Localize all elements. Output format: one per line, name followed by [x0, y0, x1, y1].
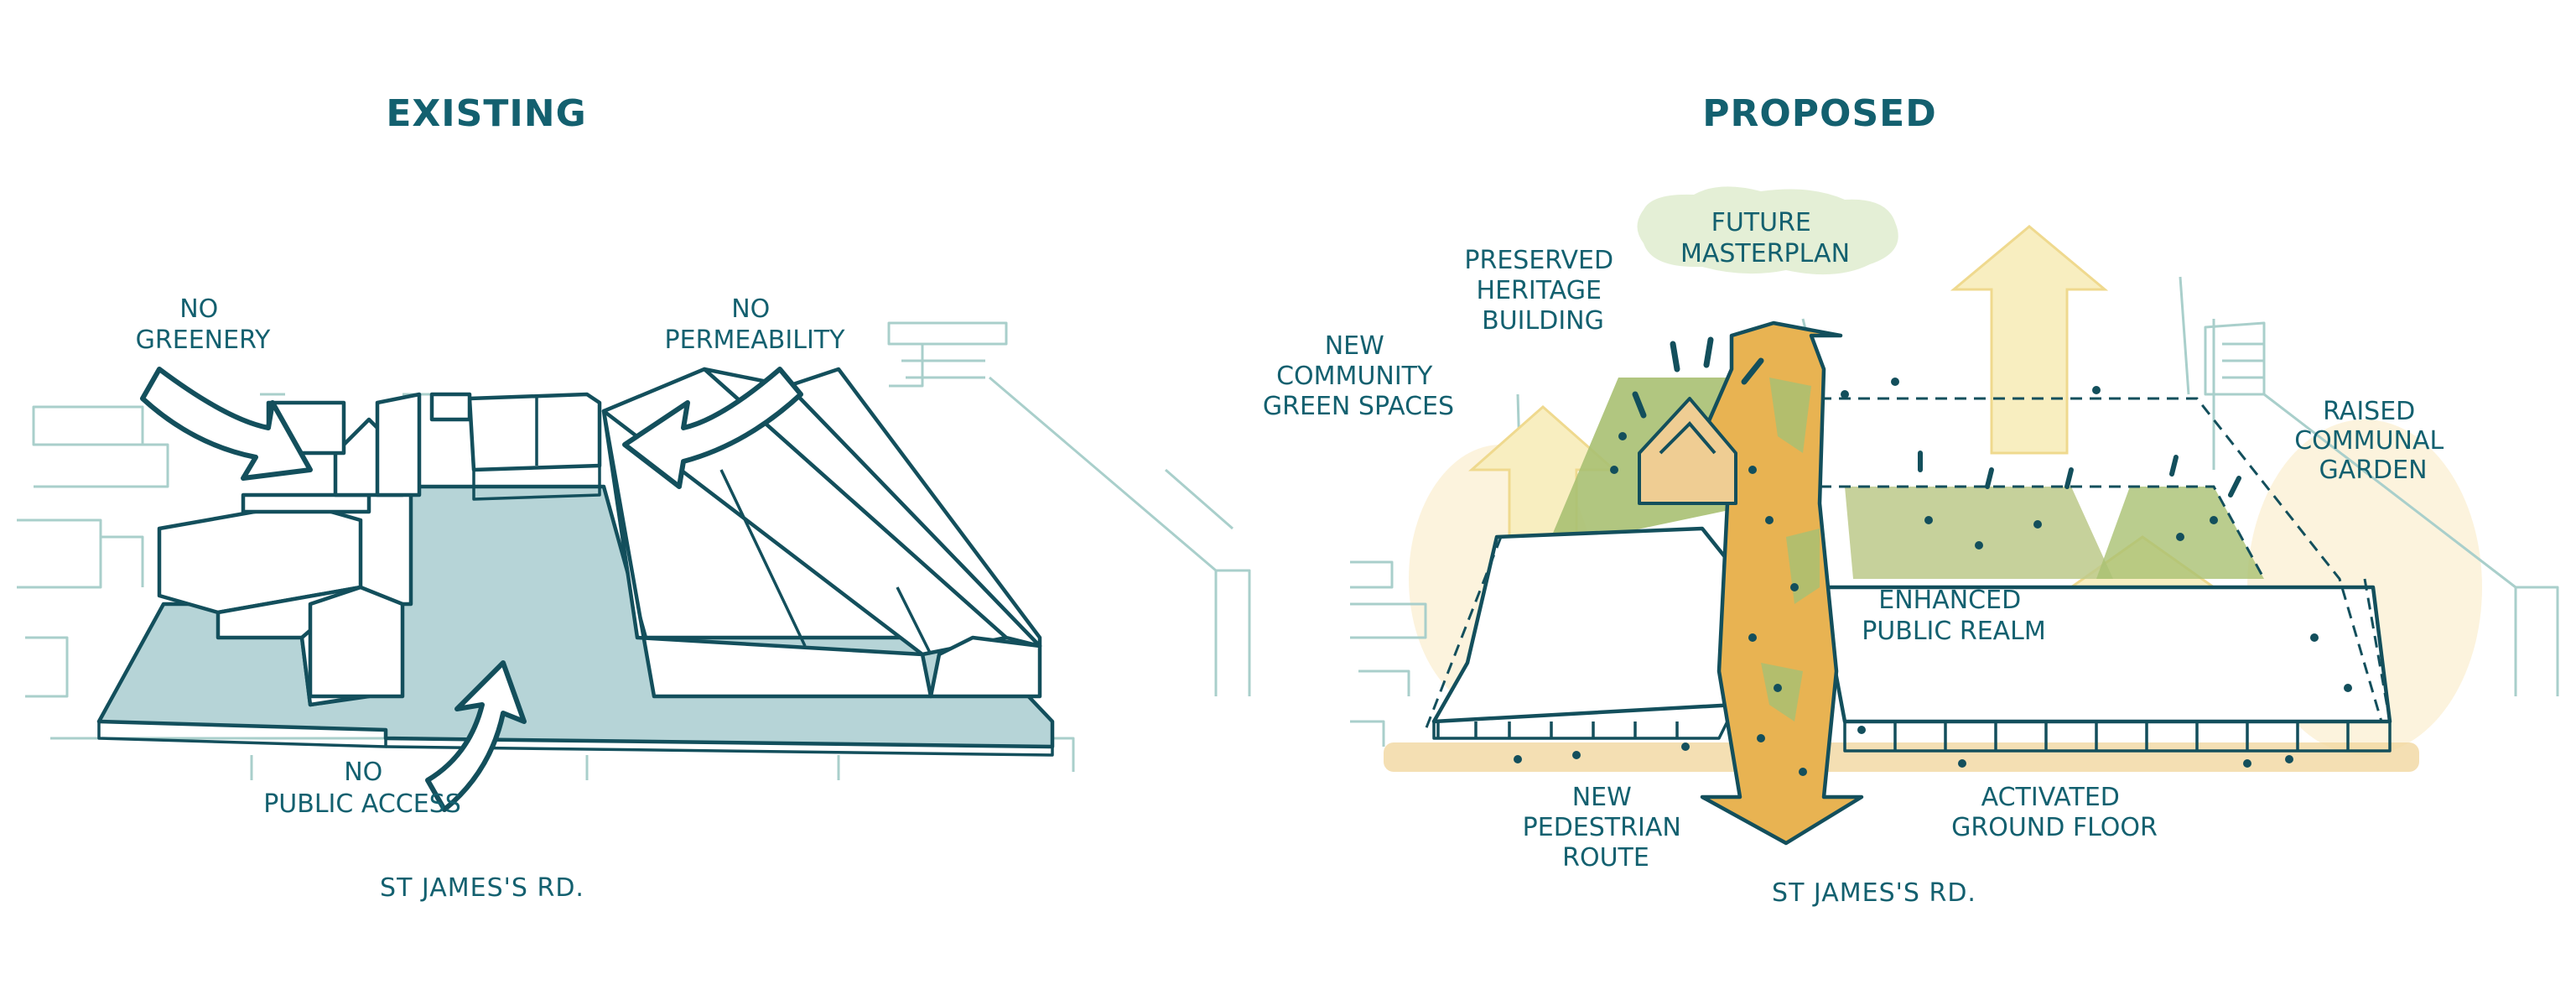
route-green-patches	[1761, 378, 1820, 722]
label-no-permeability: NO PERMEABILITY	[665, 294, 846, 355]
no-public-access-arrow-icon	[425, 660, 527, 812]
heritage-house-icon	[1638, 397, 1737, 505]
label-future-masterplan: FUTURE MASTERPLAN	[1680, 208, 1850, 268]
raised-garden-plane	[1845, 487, 2113, 579]
existing-street-label: ST JAMES'S RD.	[380, 873, 584, 903]
label-new-community-green-spaces: NEW COMMUNITY GREEN SPACES	[1263, 331, 1454, 421]
proposed-blocks	[1424, 397, 2392, 753]
proposed-diagram: PROPOSED FUTURE MASTERPLAN PRESERVED HER…	[1263, 92, 2559, 908]
proposed-street-label: ST JAMES'S RD.	[1772, 878, 1976, 908]
label-new-pedestrian-route: NEW PEDESTRIAN ROUTE	[1523, 783, 1690, 873]
future-masterplan-cloud	[1637, 186, 1898, 275]
proposed-title: PROPOSED	[1702, 92, 1936, 135]
label-raised-communal-garden: RAISED COMMUNAL GARDEN	[2294, 397, 2452, 485]
existing-title: EXISTING	[386, 92, 586, 135]
label-no-public-access: NO PUBLIC ACCESS	[263, 758, 461, 819]
proposed-texture-dots	[1514, 378, 2352, 776]
label-preserved-heritage-building: PRESERVED HERITAGE BUILDING	[1464, 246, 1621, 336]
heritage-highlight-icon	[1632, 336, 1764, 419]
existing-diagram: EXISTING NO GREENERY NO PERMEABILITY NO …	[17, 92, 1251, 903]
existing-buildings-left	[157, 392, 422, 707]
label-activated-ground-floor: ACTIVATED GROUND FLOOR	[1951, 783, 2158, 842]
existing-buildings-center	[429, 392, 602, 501]
up-arrow-icon-top	[1950, 225, 2109, 455]
no-permeability-arrow-icon	[622, 367, 803, 489]
label-no-greenery: NO GREENERY	[136, 294, 271, 355]
garden-marker-icons	[1918, 451, 2241, 498]
no-greenery-arrow-icon	[140, 367, 313, 481]
label-enhanced-public-realm: ENHANCED PUBLIC REALM	[1862, 586, 2046, 646]
